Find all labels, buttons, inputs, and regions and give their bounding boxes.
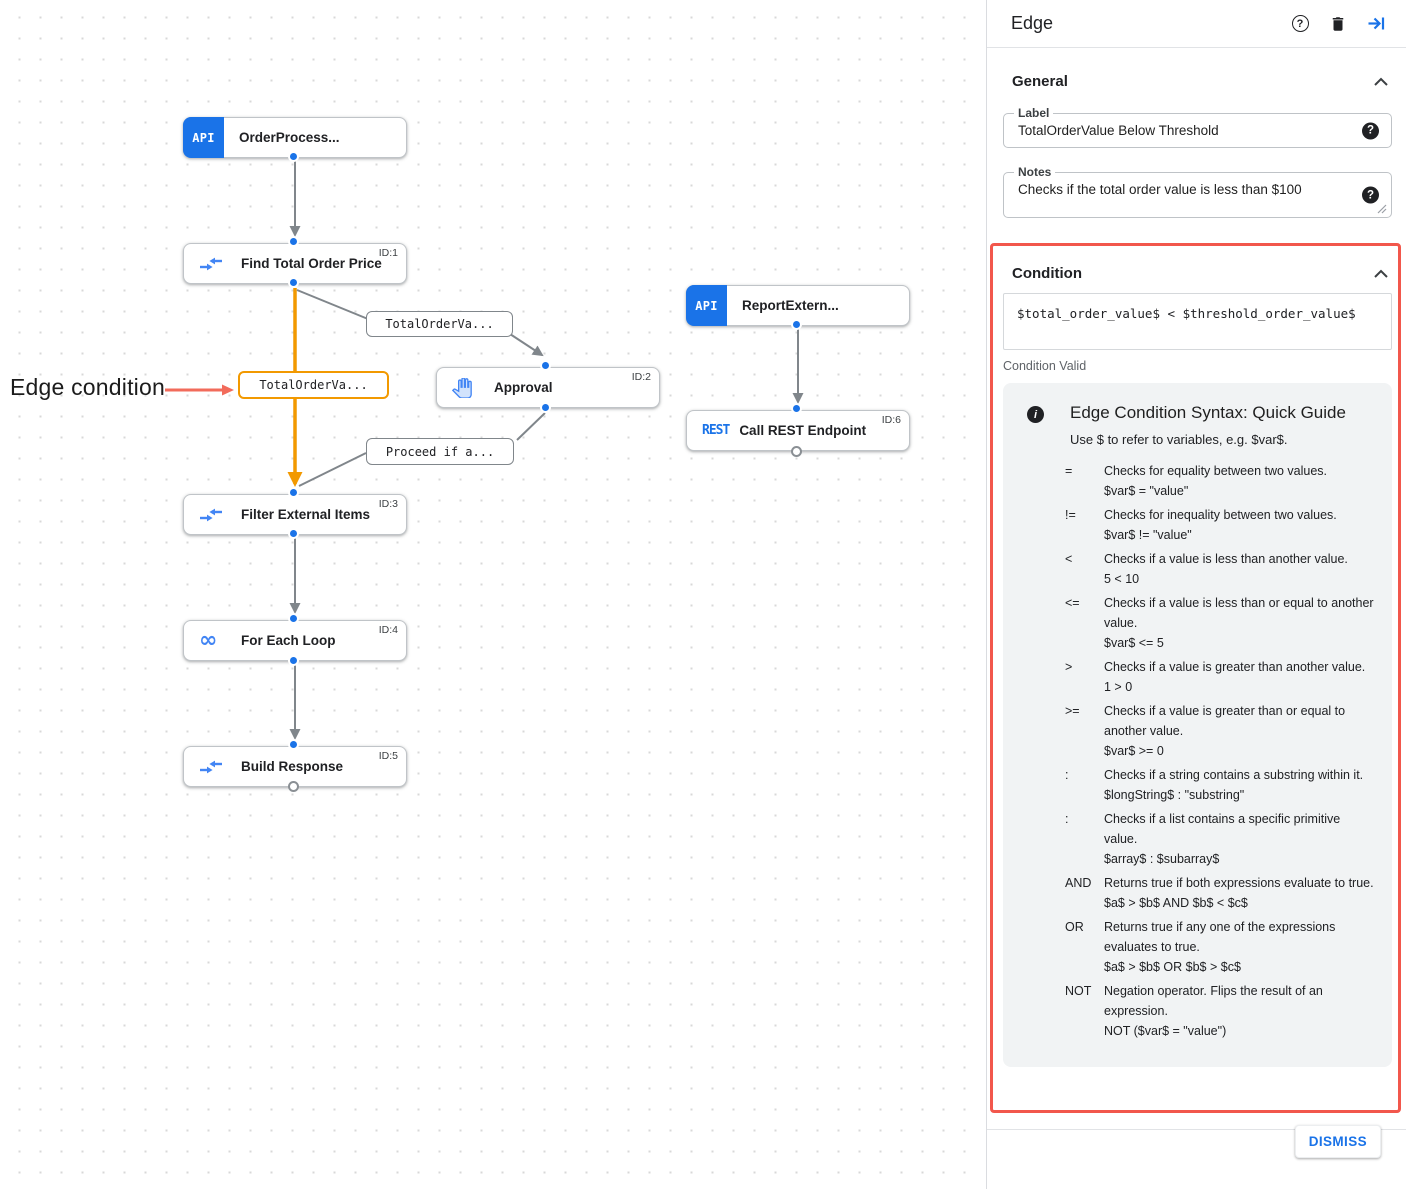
data-mapping-icon [199, 506, 233, 524]
guide-row: <=Checks if a value is less than or equa… [1065, 596, 1374, 650]
node-label: For Each Loop [241, 633, 336, 648]
condition-status: Condition Valid [1003, 359, 1087, 373]
canvas-dot-grid [0, 0, 976, 1189]
node-id-badge: ID:2 [631, 371, 651, 383]
label-field-value[interactable]: TotalOrderValue Below Threshold [1018, 123, 1219, 138]
label-help-icon[interactable]: ? [1362, 122, 1379, 139]
node-filter-external-items[interactable]: Filter External Items ID:3 [183, 494, 407, 535]
node-label: Call REST Endpoint [739, 423, 867, 438]
annotation-edge-condition: Edge condition [10, 374, 165, 400]
port-out[interactable] [287, 654, 299, 666]
node-id-badge: ID:6 [881, 414, 901, 426]
port-in[interactable] [539, 359, 551, 371]
guide-row: :Checks if a list contains a specific pr… [1065, 812, 1341, 866]
port-out[interactable] [539, 401, 551, 413]
edge-config-panel: Edge ? General [986, 0, 1406, 1189]
collapse-section-icon[interactable] [1374, 77, 1388, 86]
port-open[interactable] [790, 445, 802, 457]
api-trigger-icon: API [183, 117, 224, 158]
flow-canvas[interactable]: API OrderProcess... Find Total Order Pri… [0, 0, 986, 1189]
port-in[interactable] [287, 235, 299, 247]
panel-header: Edge ? [987, 0, 1406, 48]
label-field[interactable]: Label TotalOrderValue Below Threshold ? [1003, 106, 1392, 148]
guide-row: >Checks if a value is greater than anoth… [1065, 660, 1366, 694]
condition-section: Condition $total_order_value$ < $thresho… [987, 260, 1406, 1067]
node-id-badge: ID:1 [378, 247, 398, 259]
condition-expression-input[interactable]: $total_order_value$ < $threshold_order_v… [1003, 293, 1392, 350]
flow-edges [287, 160, 804, 740]
panel-title: Edge [1011, 13, 1054, 33]
node-id-badge: ID:3 [378, 498, 398, 510]
node-label: Find Total Order Price [241, 256, 382, 271]
guide-row: !=Checks for inequality between two valu… [1065, 508, 1337, 542]
api-trigger-icon: API [686, 285, 727, 326]
annotation-arrow-icon [165, 384, 234, 396]
collapse-panel-button[interactable] [1364, 12, 1388, 36]
port-open[interactable] [287, 781, 299, 792]
condition-section-title: Condition [1012, 264, 1082, 282]
edge-condition-label-proceed[interactable]: Proceed if a... [366, 438, 514, 465]
guide-rows: =Checks for equality between two values.… [1065, 461, 1376, 1041]
notes-help-icon[interactable]: ? [1362, 186, 1379, 204]
port-out[interactable] [790, 318, 802, 330]
guide-title: Edge Condition Syntax: Quick Guide [1070, 403, 1346, 422]
node-build-response[interactable]: Build Response ID:5 [183, 746, 407, 787]
port-out[interactable] [287, 150, 299, 162]
collapse-panel-icon [1368, 17, 1384, 30]
notes-field-label: Notes [1014, 165, 1056, 179]
port-in[interactable] [287, 486, 299, 498]
port-in[interactable] [790, 402, 802, 414]
port-out[interactable] [287, 527, 299, 539]
guide-subtitle: Use $ to refer to variables, e.g. $var$. [1070, 432, 1288, 447]
node-label: Build Response [241, 759, 344, 774]
data-mapping-icon [199, 255, 233, 273]
trash-icon [1332, 16, 1344, 31]
node-label: Approval [494, 380, 553, 395]
node-id-badge: ID:5 [378, 750, 398, 762]
panel-footer: DISMISS [987, 1125, 1406, 1189]
port-in[interactable] [287, 738, 299, 750]
port-in[interactable] [287, 612, 299, 624]
node-for-each-loop[interactable]: ∞ For Each Loop ID:4 [183, 620, 407, 661]
node-id-badge: ID:4 [378, 624, 398, 636]
data-mapping-icon [199, 758, 233, 776]
node-call-rest-endpoint[interactable]: REST Call REST Endpoint ID:6 [686, 410, 910, 451]
resize-handle-icon[interactable] [1377, 204, 1387, 214]
edge-condition-label-selected[interactable]: TotalOrderVa... [238, 371, 389, 399]
general-section: General Label TotalOrderValue Below Thre… [987, 68, 1406, 218]
node-label: ReportExtern... [742, 298, 839, 313]
node-label: OrderProcess... [239, 130, 340, 145]
help-button[interactable]: ? [1288, 12, 1312, 36]
info-icon: i [1027, 406, 1044, 423]
delete-edge-button[interactable] [1326, 12, 1350, 36]
loop-icon: ∞ [199, 627, 218, 653]
label-field-label: Label [1014, 106, 1054, 120]
port-out[interactable] [287, 276, 299, 288]
syntax-guide: i Edge Condition Syntax: Quick Guide Use… [1003, 383, 1392, 1067]
guide-row: =Checks for equality between two values.… [1065, 464, 1328, 498]
rest-icon: REST [702, 423, 730, 438]
guide-row: :Checks if a string contains a substring… [1065, 768, 1364, 802]
notes-field-value[interactable]: Checks if the total order value is less … [1018, 182, 1302, 197]
general-section-title: General [1012, 72, 1068, 90]
approval-hand-icon [452, 377, 486, 398]
collapse-section-icon[interactable] [1374, 269, 1388, 278]
dismiss-button[interactable]: DISMISS [1294, 1125, 1381, 1158]
edge-condition-label-approval[interactable]: TotalOrderVa... [366, 311, 513, 337]
guide-row: >=Checks if a value is greater than or e… [1065, 704, 1346, 758]
guide-row: <Checks if a value is less than another … [1065, 552, 1348, 586]
notes-field[interactable]: Notes Checks if the total order value is… [1003, 165, 1392, 218]
node-label: Filter External Items [241, 507, 371, 522]
